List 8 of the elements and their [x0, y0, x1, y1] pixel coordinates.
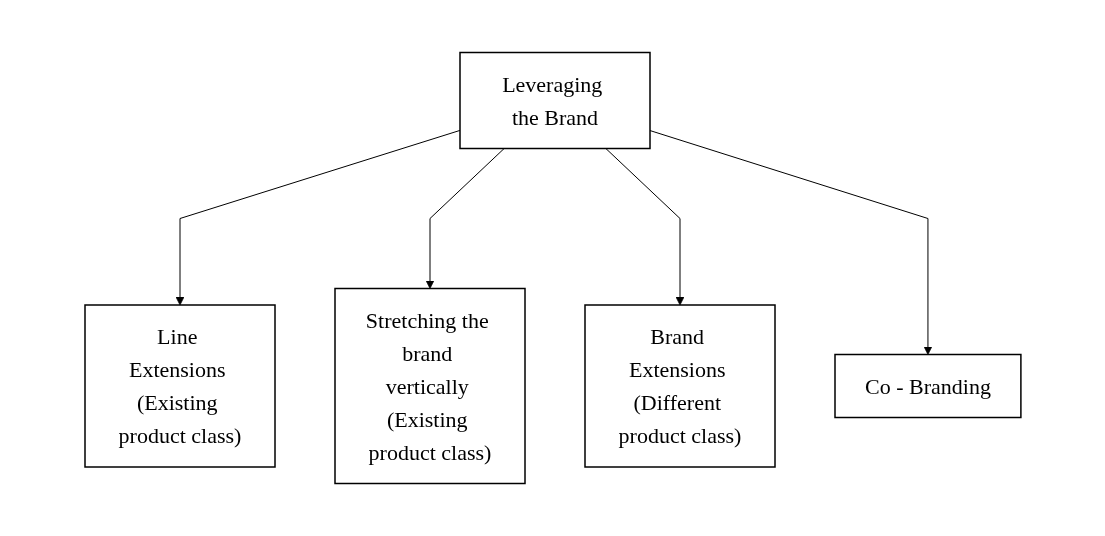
node-box: Co - Branding: [833, 353, 1022, 419]
node-box: Stretching the brand vertically (Existing product class): [333, 287, 526, 485]
arrow: [425, 148, 505, 289]
arrow: [604, 148, 684, 306]
node-box: Brand Extensions (Different product class): [583, 304, 776, 468]
node-box: Leveraging the Brand: [458, 51, 651, 150]
node-box: Line Extensions (Existing product class): [83, 304, 276, 468]
arrow: [649, 130, 932, 355]
